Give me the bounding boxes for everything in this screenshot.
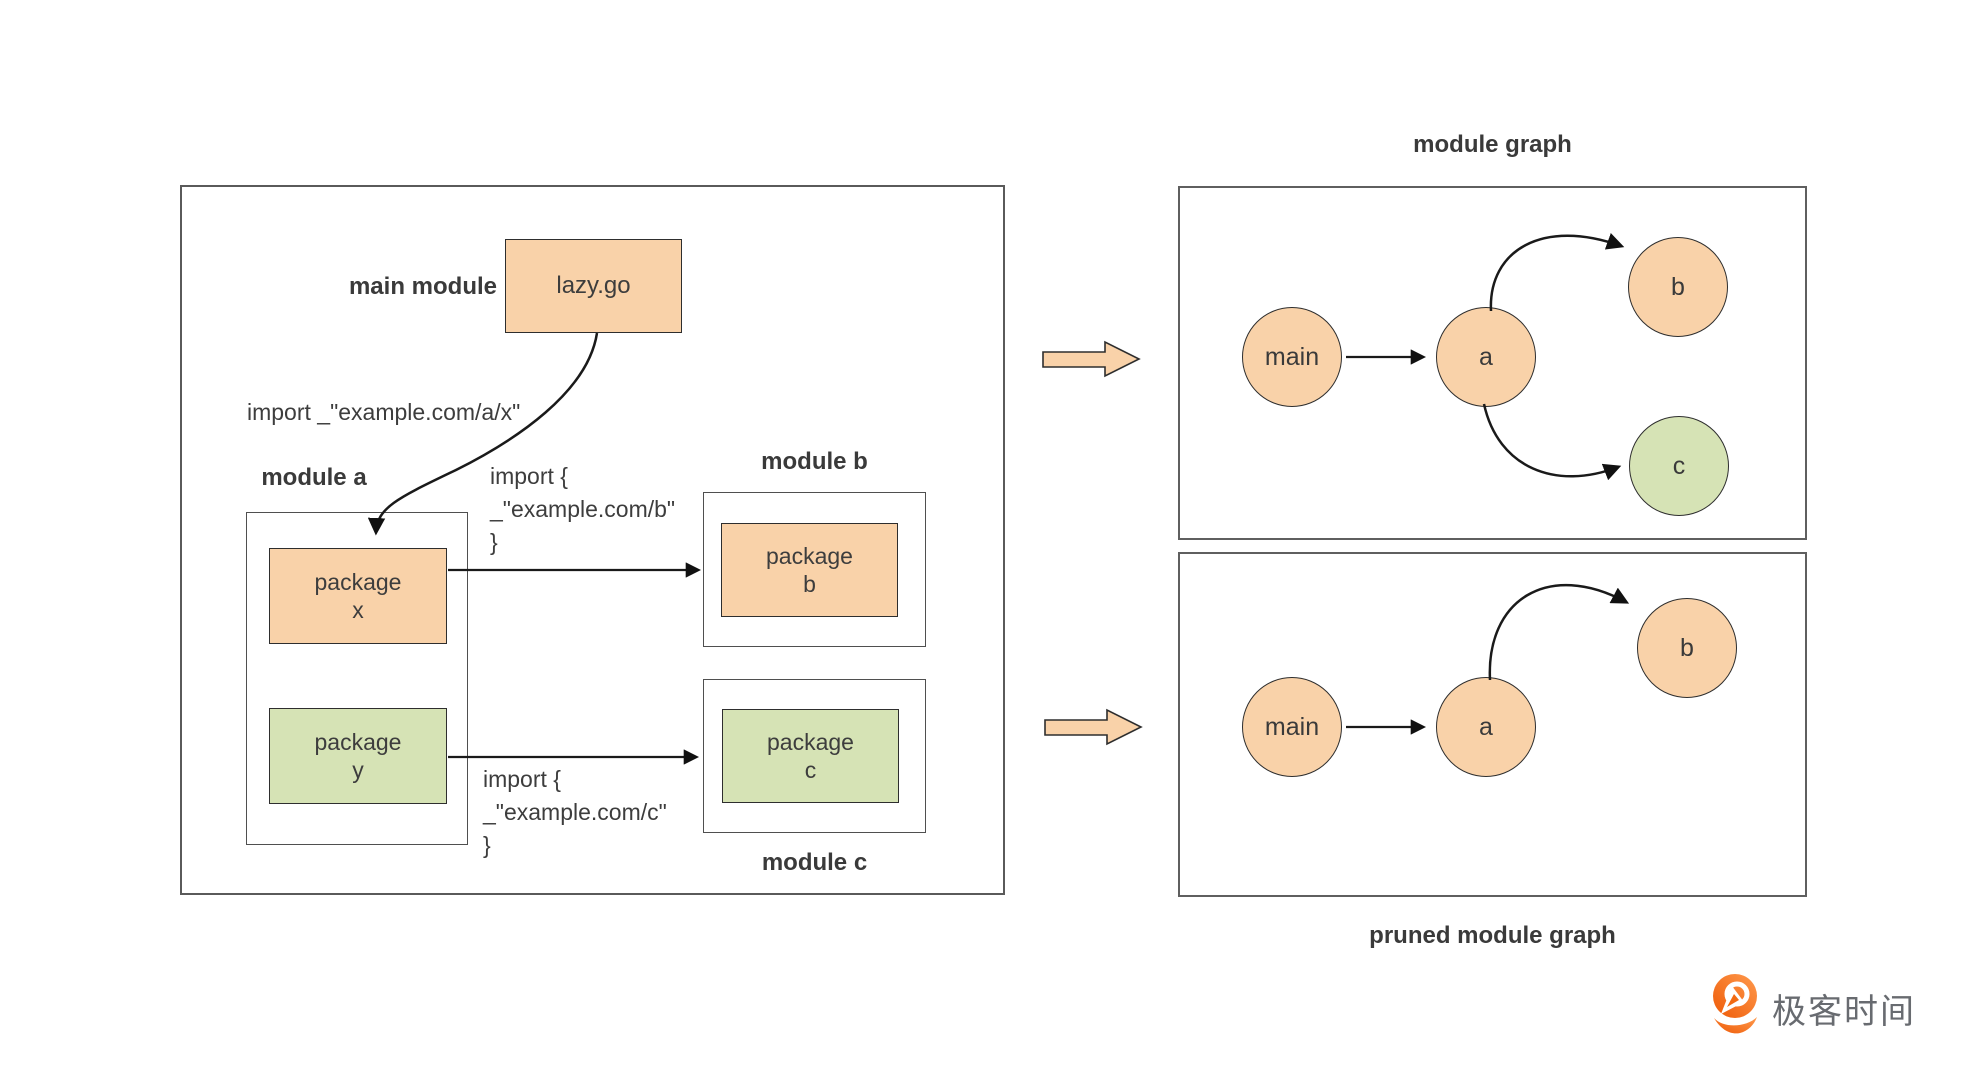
pruned-node-a: a [1436, 677, 1536, 777]
import-b-line1: import { [490, 463, 568, 489]
import-b-line3: } [490, 529, 498, 555]
pruned-graph-title: pruned module graph [1369, 922, 1616, 949]
graph-node-b-label: b [1671, 272, 1685, 301]
module-a-title: module a [261, 464, 367, 491]
geektime-logo: 极客时间 [1710, 972, 1916, 1044]
pruned-node-main-label: main [1264, 712, 1320, 741]
module-graph-title: module graph [1413, 131, 1572, 158]
graph-node-a-label: a [1479, 342, 1493, 371]
transform-arrow-bottom [1044, 708, 1143, 746]
import-c-line1: import { [483, 766, 561, 792]
module-a-box [246, 512, 468, 845]
module-c-box [703, 679, 926, 833]
pruned-node-b: b [1637, 598, 1737, 698]
graph-node-main: main [1242, 307, 1342, 407]
import-statement-b: import { _"example.com/b" } [490, 460, 675, 559]
geektime-logo-icon [1713, 974, 1757, 1034]
pruned-node-b-label: b [1680, 633, 1694, 662]
package-y-word: package [314, 729, 402, 755]
geektime-logo-text: 极客时间 [1772, 992, 1916, 1031]
graph-node-b: b [1628, 237, 1728, 337]
import-statement-c: import { _"example.com/c" } [483, 763, 667, 862]
package-x-word: package [314, 569, 402, 595]
import-statement-ax: import _"example.com/a/x" [247, 399, 521, 425]
package-c-box: package c [722, 709, 899, 803]
main-module-label: main module [348, 273, 497, 300]
transform-arrow-top [1042, 340, 1141, 378]
package-x-letter: x [352, 597, 364, 623]
import-c-line2: _"example.com/c" [483, 799, 667, 825]
import-c-line3: } [483, 832, 491, 858]
package-y-letter: y [352, 757, 364, 783]
pruned-node-a-label: a [1479, 712, 1493, 741]
pruned-graph-box [1178, 552, 1807, 897]
import-b-line2: _"example.com/b" [490, 496, 676, 522]
module-b-box [703, 492, 926, 647]
pruned-node-main: main [1242, 677, 1342, 777]
package-c-letter: c [804, 757, 817, 783]
graph-node-c: c [1629, 416, 1729, 516]
package-x-box: package x [269, 548, 447, 644]
graph-node-c-label: c [1672, 451, 1686, 480]
package-c-word: package [767, 729, 854, 755]
module-c-title: module c [761, 849, 868, 876]
package-b-box: package b [721, 523, 898, 617]
package-y-box: package y [269, 708, 447, 804]
module-b-title: module b [761, 448, 868, 475]
lazy-go-label: lazy.go [556, 272, 631, 299]
module-graph-box [1178, 186, 1807, 540]
lazy-go-box: lazy.go [505, 239, 682, 333]
package-b-letter: b [803, 571, 816, 597]
source-panel-box [180, 185, 1005, 895]
package-b-word: package [766, 543, 853, 569]
graph-node-main-label: main [1264, 342, 1320, 371]
graph-node-a: a [1436, 307, 1536, 407]
